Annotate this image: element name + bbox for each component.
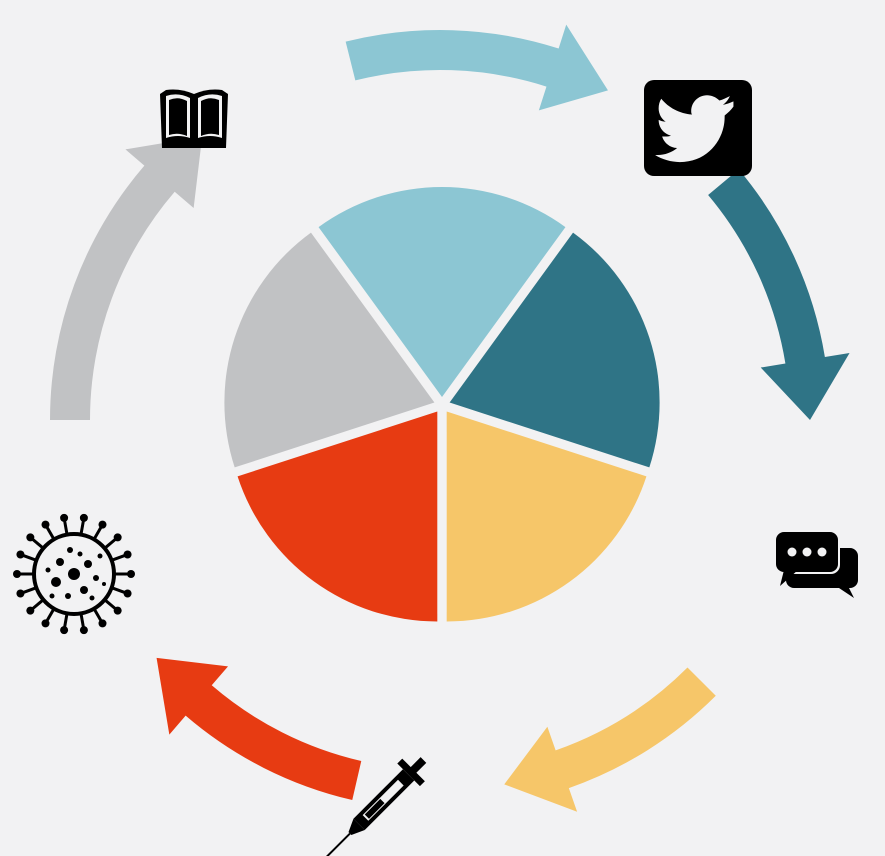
arrow-yellow xyxy=(504,667,716,812)
chat-bubbles-icon xyxy=(774,530,858,598)
twitter-icon xyxy=(644,80,752,176)
virus-icon xyxy=(13,513,135,635)
pie-segment-grey xyxy=(224,232,435,468)
cycle-arrows xyxy=(50,24,850,812)
pie-segment-red xyxy=(237,411,438,622)
pie-segment-light-blue xyxy=(318,187,566,397)
arrow-grey xyxy=(50,136,203,421)
pie-segment-teal xyxy=(449,232,660,468)
open-book-icon xyxy=(160,89,228,148)
arrow-light-blue xyxy=(345,24,608,111)
pie-segment-yellow xyxy=(446,411,647,622)
arrow-teal xyxy=(708,169,850,420)
syringe-icon xyxy=(325,757,427,856)
arrow-red xyxy=(156,657,362,801)
center-pie xyxy=(224,187,660,622)
